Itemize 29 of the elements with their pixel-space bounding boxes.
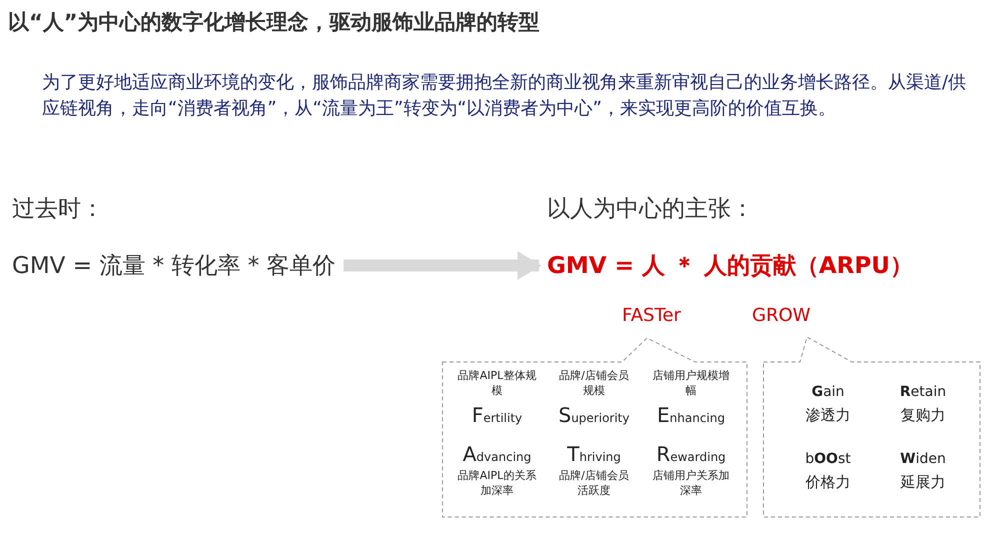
metric-name: Enhancing	[656, 404, 726, 429]
formula-text: GMV = 流量 * 转化率 * 客单价	[12, 250, 336, 281]
metric-description: 延展力	[900, 475, 946, 490]
metric-name: Rewarding	[655, 443, 727, 468]
metric-name: Superiority	[558, 404, 630, 429]
metric-name: Advancing	[462, 443, 532, 468]
metric-name: Retain	[898, 385, 948, 400]
arrow	[344, 251, 542, 280]
metric-description: 店铺用户关系加深率	[652, 468, 730, 498]
metric-description: 价格力	[804, 475, 852, 490]
metric-name: Gain	[810, 385, 846, 400]
section-heading: 过去时：	[12, 195, 104, 224]
metric-description: 品牌AIPL的关系加深率	[457, 468, 537, 498]
framework-name: FASTer	[622, 305, 681, 326]
section-heading: 以人为中心的主张：	[547, 195, 754, 224]
metric-description: 渗透力	[804, 408, 852, 423]
metric-description: 品牌AIPL整体规模	[457, 368, 537, 398]
metric-description: 店铺用户规模增幅	[652, 368, 730, 398]
formula-text: GMV = 人 ＊ 人的贡献（ARPU）	[547, 250, 913, 281]
metric-name: Thriving	[566, 443, 622, 468]
metric-description: 品牌/店铺会员活跃度	[558, 468, 630, 498]
metric-name: bOOst	[804, 452, 852, 467]
metric-name: Fertility	[470, 404, 524, 429]
metric-description: 品牌/店铺会员规模	[558, 368, 630, 398]
metric-description: 复购力	[900, 408, 946, 423]
slide-title: 以“人”为中心的数字化增长理念，驱动服饰业品牌的转型	[8, 9, 540, 36]
metric-name: Widen	[899, 452, 947, 467]
intro-paragraph: 为了更好地适应商业环境的变化，服饰品牌商家需要拥抱全新的商业视角来重新审视自己的业务增长路径。从渠道/供应链视角，走向“消费者视角”，从“流量为王”转变为“以消费者为中心”，来实现更高阶的价值互换。	[42, 71, 968, 121]
framework-name: GROW	[752, 305, 810, 326]
